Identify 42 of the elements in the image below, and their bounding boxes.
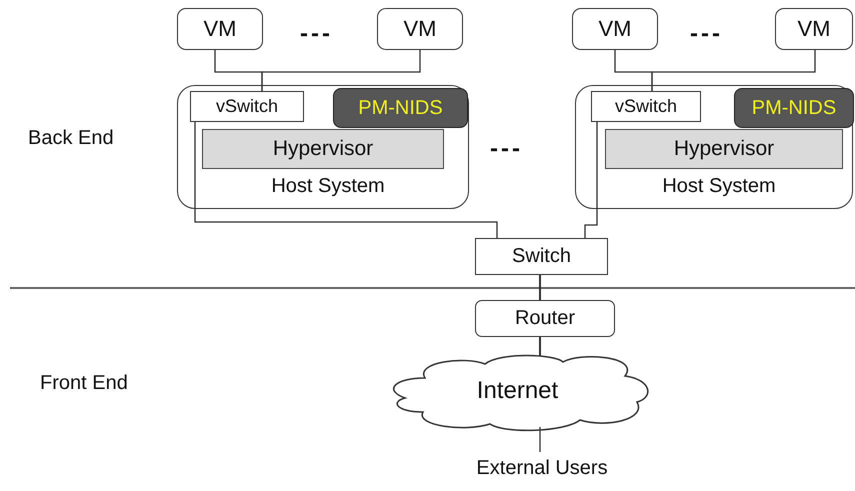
node-label: PM-NIDS <box>358 96 443 120</box>
connector-line <box>584 122 598 238</box>
node-label: vSwitch <box>614 96 677 117</box>
connector-line <box>261 50 421 91</box>
node-label: Switch <box>512 245 571 268</box>
vm-box <box>572 8 658 50</box>
vm-box <box>177 8 263 50</box>
connector-line <box>194 122 498 238</box>
node-label: Hypervisor <box>674 137 774 161</box>
connector-line <box>539 427 541 452</box>
node-label: VM <box>404 16 436 42</box>
vm-box <box>377 8 463 50</box>
node-label: Host System <box>271 175 385 198</box>
hypervisor-box <box>202 129 444 169</box>
ellipsis-dashes: --- <box>690 20 723 48</box>
endpoint-label: External Users <box>476 456 608 480</box>
vswitch-box <box>190 91 304 122</box>
node-label: Host System <box>662 175 776 198</box>
node-label: VM <box>204 16 236 42</box>
node-label: PM-NIDS <box>752 96 836 120</box>
connector-line <box>539 275 541 300</box>
connector-line <box>539 337 541 356</box>
host-system-box <box>177 85 469 209</box>
connector-line <box>651 50 816 91</box>
vswitch-box <box>591 91 701 122</box>
host-system-box <box>575 85 853 209</box>
node-label: VM <box>598 16 632 42</box>
switch-box <box>475 238 608 275</box>
node-label: VM <box>798 16 830 42</box>
nids-box <box>734 88 854 128</box>
node-label: Router <box>514 307 576 330</box>
nids-box <box>333 88 468 128</box>
section-label: Front End <box>40 372 128 395</box>
section-label: Back End <box>28 127 114 150</box>
vm-box <box>775 8 853 50</box>
ellipsis-dashes: --- <box>300 20 333 48</box>
router-box <box>475 300 615 337</box>
node-label: Internet <box>476 377 558 405</box>
hypervisor-box <box>605 129 843 169</box>
ellipsis-dashes: --- <box>490 135 523 163</box>
node-label: vSwitch <box>216 96 278 117</box>
node-label: Hypervisor <box>272 137 374 161</box>
